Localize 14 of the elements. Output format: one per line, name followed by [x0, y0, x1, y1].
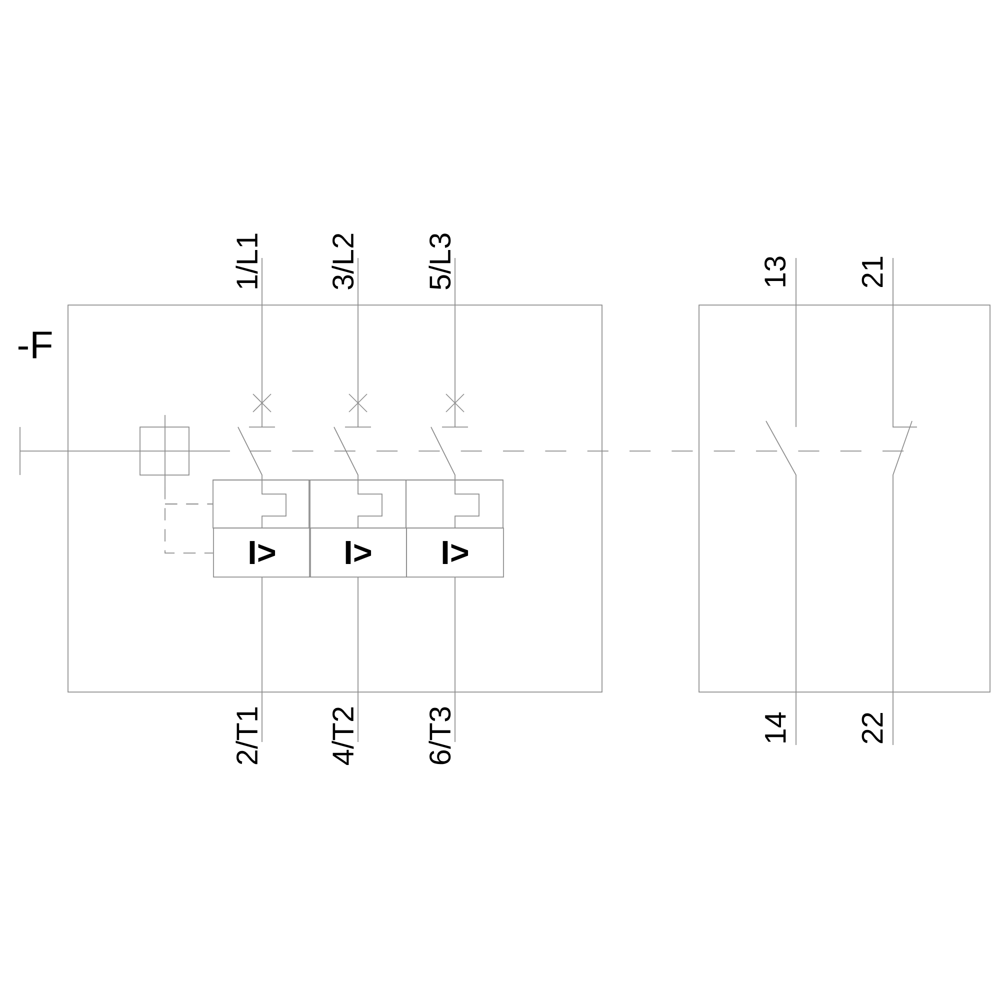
terminal-label: 2/T1	[236, 707, 258, 764]
terminal-label: 14	[765, 712, 786, 742]
device-tag: -F	[18, 332, 52, 358]
terminal-label: 6/T3	[428, 707, 451, 764]
terminal-label: 3/L2	[332, 234, 354, 290]
terminal-label: 13	[764, 256, 786, 286]
terminal-label: 21	[862, 256, 883, 288]
terminal-label: 4/T2	[332, 707, 354, 765]
terminal-label: 1/L1	[236, 234, 258, 288]
trip-cell: I>	[309, 528, 407, 578]
terminal-label: 22	[862, 712, 883, 744]
trip-cell: I>	[213, 528, 311, 578]
terminal-label: 5/L3	[428, 234, 451, 290]
trip-cell: I>	[406, 528, 504, 578]
